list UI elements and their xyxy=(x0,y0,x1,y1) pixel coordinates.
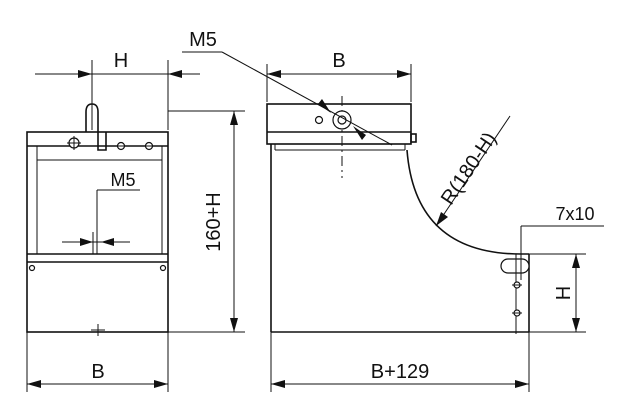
side-dimensions: B M5 R(180-H) 7x10 H B+129 xyxy=(182,29,604,392)
side-radius-label: R(180-H) xyxy=(437,128,501,208)
front-dimensions: H M5 160+H B xyxy=(26,50,245,392)
front-width-top-label: H xyxy=(114,50,128,72)
slot-icon xyxy=(500,258,530,274)
side-thread-label: M5 xyxy=(189,29,217,51)
side-height-label: H xyxy=(553,286,575,300)
clamp-hook xyxy=(85,103,107,151)
front-thread-label: M5 xyxy=(110,170,135,190)
side-view xyxy=(266,96,530,334)
side-slot-label: 7x10 xyxy=(555,204,594,224)
front-width-bottom-label: B xyxy=(91,361,104,383)
front-height-label: 160+H xyxy=(203,192,225,252)
front-view xyxy=(26,100,169,336)
radius-curve xyxy=(406,149,529,255)
side-width-top-label: B xyxy=(332,50,345,72)
screw-icon xyxy=(314,115,324,125)
side-width-bottom-label: B+129 xyxy=(371,361,429,383)
screw-icon xyxy=(159,264,167,272)
screw-icon xyxy=(28,264,36,272)
